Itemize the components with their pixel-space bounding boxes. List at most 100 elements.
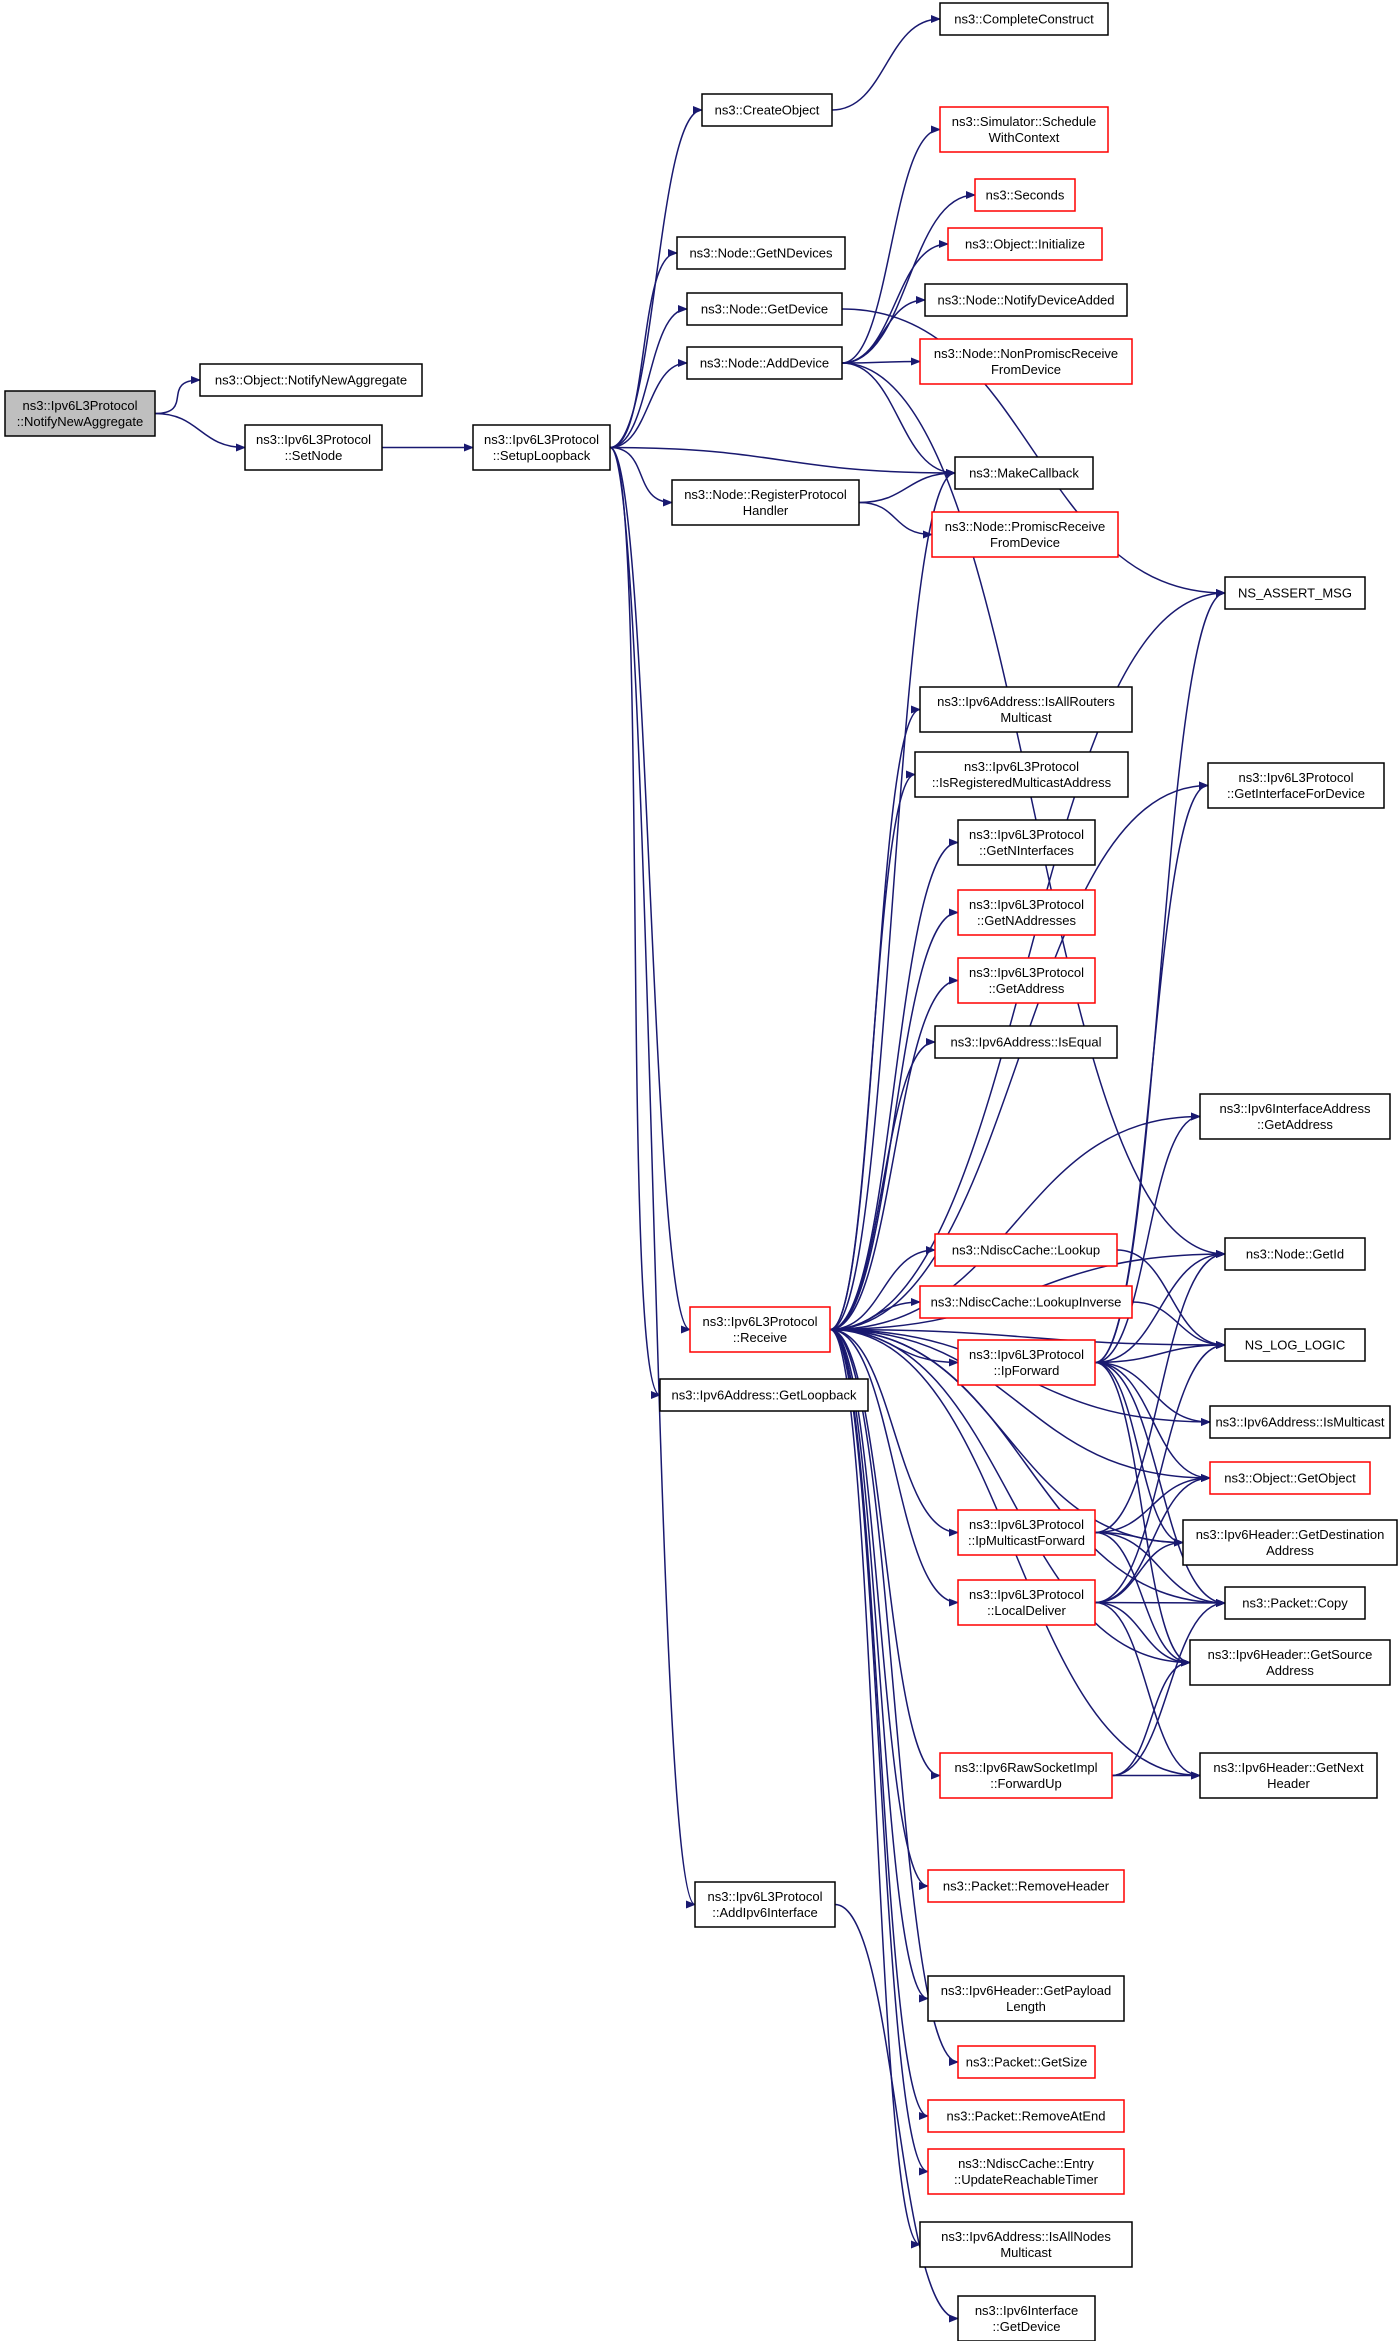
node-setNode[interactable]: ns3::Ipv6L3Protocol::SetNode [244, 424, 383, 471]
node-label: ns3::Object::GetObject [1224, 1471, 1356, 1486]
node-getAddress[interactable]: ns3::Ipv6L3Protocol::GetAddress [957, 957, 1096, 1004]
node-forwardUp[interactable]: ns3::Ipv6RawSocketImpl::ForwardUp [939, 1752, 1113, 1799]
edge-ipForward-to-packetCopy [1094, 1361, 1226, 1607]
node-label: ::GetNInterfaces [979, 843, 1074, 858]
node-notifyNewAggregate[interactable]: ns3::Object::NotifyNewAggregate [199, 363, 423, 397]
node-box [957, 2045, 1096, 2079]
node-label: ::GetInterfaceForDevice [1227, 786, 1365, 801]
node-isRegisteredMulticast[interactable]: ns3::Ipv6L3Protocol::IsRegisteredMultica… [914, 751, 1129, 798]
edge-receive-to-removeAtEnd [829, 1328, 929, 2120]
node-label: Address [1266, 1663, 1314, 1678]
node-label: ::IpForward [994, 1363, 1060, 1378]
edge-root-to-setNode [154, 412, 246, 452]
node-makeCallback[interactable]: ns3::MakeCallback [954, 456, 1094, 490]
node-label: FromDevice [990, 535, 1060, 550]
node-label: ns3::Ipv6L3Protocol [969, 1517, 1084, 1532]
node-packetCopy[interactable]: ns3::Packet::Copy [1224, 1586, 1366, 1620]
node-label: ns3::Node::GetNDevices [689, 246, 833, 261]
edge-ipForward-to-getObject [1094, 1361, 1211, 1482]
node-getNDevices[interactable]: ns3::Node::GetNDevices [676, 236, 846, 270]
node-label: ns3::Ipv6L3Protocol [969, 1347, 1084, 1362]
node-label: ns3::Node::AddDevice [700, 356, 829, 371]
node-ndiscLookup[interactable]: ns3::NdiscCache::Lookup [934, 1233, 1118, 1267]
node-removeAtEnd[interactable]: ns3::Packet::RemoveAtEnd [927, 2099, 1125, 2133]
edge-ipForward-to-getInterfaceForDevice [1094, 781, 1209, 1364]
node-label: ns3::Ipv6L3Protocol [703, 1314, 818, 1329]
node-box [686, 292, 843, 326]
node-label: Handler [743, 503, 789, 518]
node-label: ::AddIpv6Interface [712, 1905, 818, 1920]
node-setupLoopback[interactable]: ns3::Ipv6L3Protocol::SetupLoopback [472, 424, 611, 471]
node-nsLogLogic[interactable]: NS_LOG_LOGIC [1224, 1328, 1366, 1362]
node-box [199, 363, 423, 397]
node-getInterfaceForDevice[interactable]: ns3::Ipv6L3Protocol::GetInterfaceForDevi… [1207, 762, 1385, 809]
node-initialize[interactable]: ns3::Object::Initialize [947, 227, 1103, 261]
node-addIpv6Interface[interactable]: ns3::Ipv6L3Protocol::AddIpv6Interface [694, 1881, 836, 1928]
node-label: ns3::Ipv6Header::GetSource [1208, 1647, 1373, 1662]
node-label: ns3::Ipv6L3Protocol [708, 1889, 823, 1904]
edge-receive-to-nsLogLogic [829, 1328, 1226, 1349]
node-box [659, 1378, 869, 1412]
node-nsAssertMsg[interactable]: NS_ASSERT_MSG [1224, 576, 1366, 610]
edge-receive-to-packetCopy [829, 1328, 1226, 1607]
node-label: ns3::Ipv6Address::IsEqual [950, 1035, 1101, 1050]
node-addDevice[interactable]: ns3::Node::AddDevice [686, 346, 843, 380]
node-isEqual[interactable]: ns3::Ipv6Address::IsEqual [934, 1025, 1118, 1059]
node-ndiscLookupInverse[interactable]: ns3::NdiscCache::LookupInverse [919, 1285, 1133, 1319]
node-box [927, 1869, 1125, 1903]
node-box [1189, 1639, 1391, 1686]
node-getDevice[interactable]: ns3::Node::GetDevice [686, 292, 843, 326]
node-seconds[interactable]: ns3::Seconds [974, 178, 1076, 212]
node-label: ns3::Ipv6Address::IsMulticast [1215, 1415, 1384, 1430]
node-root[interactable]: ns3::Ipv6L3Protocol::NotifyNewAggregate [4, 390, 156, 437]
node-label: ns3::CreateObject [715, 103, 820, 118]
node-ipForward[interactable]: ns3::Ipv6L3Protocol::IpForward [957, 1339, 1096, 1386]
node-updateReachableTimer[interactable]: ns3::NdiscCache::Entry::UpdateReachableT… [927, 2148, 1125, 2195]
node-getLoopback[interactable]: ns3::Ipv6Address::GetLoopback [659, 1378, 869, 1412]
node-label: ns3::Simulator::Schedule [952, 114, 1097, 129]
node-isMulticast[interactable]: ns3::Ipv6Address::IsMulticast [1209, 1405, 1391, 1439]
edge-receive-to-getSize [829, 1328, 959, 2066]
node-getSize[interactable]: ns3::Packet::GetSize [957, 2045, 1096, 2079]
node-getNInterfaces[interactable]: ns3::Ipv6L3Protocol::GetNInterfaces [957, 819, 1096, 866]
node-label: ns3::Ipv6Address::IsAllRouters [937, 694, 1115, 709]
node-notifyDeviceAdded[interactable]: ns3::Node::NotifyDeviceAdded [924, 283, 1128, 317]
edge-addIpv6Interface-to-ifaceGetDevice [834, 1903, 959, 2323]
node-getObject[interactable]: ns3::Object::GetObject [1209, 1461, 1371, 1495]
node-label: ns3::Ipv6Address::GetLoopback [671, 1388, 857, 1403]
node-box [974, 178, 1076, 212]
edge-localDeliver-to-getNextHeader [1094, 1601, 1201, 1780]
node-label: Multicast [1000, 2245, 1052, 2260]
node-getNAddresses[interactable]: ns3::Ipv6L3Protocol::GetNAddresses [957, 889, 1096, 936]
edge-setupLoopback-to-getLoopback [609, 446, 661, 1399]
node-label: ns3::Node::NonPromiscReceive [934, 346, 1118, 361]
node-receive[interactable]: ns3::Ipv6L3Protocol::Receive [689, 1306, 831, 1353]
node-ipMulticastForward[interactable]: ns3::Ipv6L3Protocol::IpMulticastForward [957, 1509, 1096, 1556]
node-label: ::LocalDeliver [987, 1603, 1066, 1618]
node-nodeGetId[interactable]: ns3::Node::GetId [1224, 1237, 1366, 1271]
node-removeHeader[interactable]: ns3::Packet::RemoveHeader [927, 1869, 1125, 1903]
node-box [927, 2099, 1125, 2133]
edge-receive-to-getNInterfaces [829, 838, 959, 1331]
edge-ipForward-to-ifaceAddrGetAddress [1094, 1112, 1201, 1364]
node-box [934, 1025, 1118, 1059]
node-createObject[interactable]: ns3::CreateObject [701, 93, 833, 127]
node-ifaceGetDevice[interactable]: ns3::Ipv6Interface::GetDevice [957, 2295, 1096, 2341]
node-label: FromDevice [991, 362, 1061, 377]
node-localDeliver[interactable]: ns3::Ipv6L3Protocol::LocalDeliver [957, 1579, 1096, 1626]
node-completeConstruct[interactable]: ns3::CompleteConstruct [939, 2, 1109, 36]
node-label: ns3::Ipv6L3Protocol [484, 432, 599, 447]
node-label: ns3::Seconds [986, 188, 1065, 203]
node-ifaceAddrGetAddress[interactable]: ns3::Ipv6InterfaceAddress::GetAddress [1199, 1093, 1391, 1140]
node-label: ns3::Ipv6L3Protocol [23, 398, 138, 413]
